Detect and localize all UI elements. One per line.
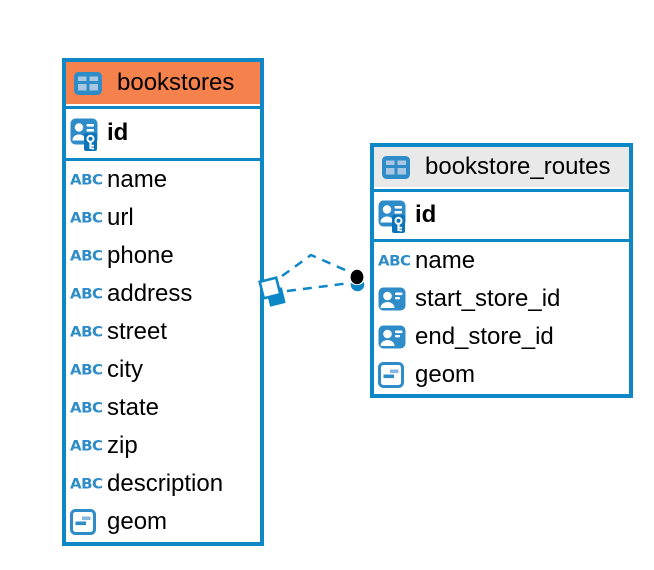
- row-divider: [374, 189, 629, 192]
- reference-id-icon: [378, 287, 410, 311]
- column-name: geom: [415, 361, 476, 388]
- text-type-icon-glyph: ABC: [70, 171, 103, 189]
- column-name: city: [107, 356, 143, 383]
- relationship-line-upper[interactable]: [281, 253, 353, 278]
- column-name: state: [107, 394, 160, 421]
- table-header[interactable]: bookstores: [66, 62, 260, 104]
- text-type-icon-glyph: ABC: [70, 475, 103, 493]
- text-type-icon: ABC: [70, 285, 103, 303]
- relationship-target-dot-icon: [348, 267, 366, 292]
- text-type-icon: ABC: [70, 323, 103, 341]
- text-type-icon: ABC: [70, 399, 103, 417]
- text-type-icon: ABC: [70, 437, 103, 455]
- text-type-icon: ABC: [70, 475, 103, 493]
- column-row[interactable]: geom: [374, 356, 629, 394]
- column-row[interactable]: geom: [66, 503, 260, 541]
- column-name: phone: [107, 242, 174, 269]
- column-name: geom: [107, 508, 168, 535]
- table-title: bookstores: [117, 69, 235, 96]
- column-name: id: [415, 200, 437, 228]
- column-name: zip: [107, 432, 138, 459]
- column-name: street: [107, 318, 168, 345]
- column-name: url: [107, 204, 134, 231]
- text-type-icon: ABC: [70, 361, 103, 379]
- column-row[interactable]: end_store_id: [374, 318, 629, 356]
- table-title: bookstore_routes: [425, 153, 611, 180]
- table-icon: [382, 155, 414, 179]
- geometry-type-icon: [70, 509, 102, 535]
- column-name: name: [415, 247, 476, 274]
- primary-key-icon: [70, 118, 102, 152]
- text-type-icon-glyph: ABC: [378, 252, 411, 270]
- reference-id-icon: [378, 325, 410, 349]
- column-name: address: [107, 280, 193, 307]
- text-type-icon-glyph: ABC: [70, 399, 103, 417]
- column-name: end_store_id: [415, 323, 554, 350]
- row-divider: [374, 239, 629, 242]
- column-name: description: [107, 470, 224, 497]
- primary-key-icon: [378, 200, 410, 234]
- text-type-icon: ABC: [378, 252, 411, 270]
- column-name: id: [107, 118, 129, 146]
- relationship-line-lower[interactable]: [286, 281, 351, 293]
- column-row[interactable]: id: [66, 109, 260, 156]
- column-row[interactable]: id: [374, 192, 629, 237]
- text-type-icon-glyph: ABC: [70, 361, 103, 379]
- text-type-icon: ABC: [70, 247, 103, 265]
- column-row[interactable]: start_store_id: [374, 280, 629, 318]
- column-name: name: [107, 166, 168, 193]
- row-divider: [66, 158, 260, 161]
- row-divider: [66, 106, 260, 109]
- text-type-icon-glyph: ABC: [70, 209, 103, 227]
- text-type-icon-glyph: ABC: [70, 323, 103, 341]
- text-type-icon: ABC: [70, 209, 103, 227]
- table-icon: [74, 71, 106, 95]
- geometry-type-icon: [378, 362, 410, 388]
- text-type-icon-glyph: ABC: [70, 285, 103, 303]
- text-type-icon-glyph: ABC: [70, 247, 103, 265]
- table-header[interactable]: bookstore_routes: [374, 147, 629, 187]
- text-type-icon: ABC: [70, 171, 103, 189]
- text-type-icon-glyph: ABC: [70, 437, 103, 455]
- relationship-source-stacked-squares-icon: [258, 276, 286, 307]
- column-name: start_store_id: [415, 285, 561, 312]
